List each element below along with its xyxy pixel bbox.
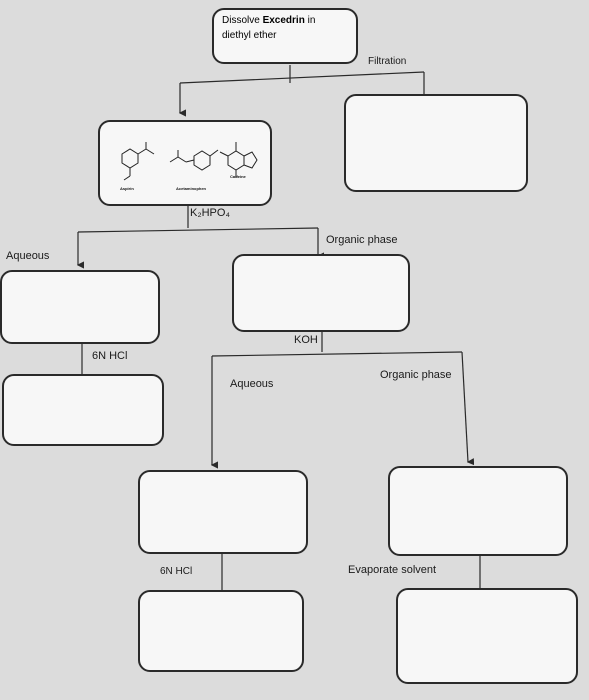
start-line-1: Dissolve Excedrin in — [222, 13, 348, 28]
aqueous-box-2 — [138, 470, 308, 554]
aqueous-mid-label: Aqueous — [230, 378, 274, 390]
acetaminophen-ring — [193, 150, 211, 171]
hcl-left-label: 6N HCl — [92, 350, 128, 362]
organic-phase-1-label: Organic phase — [326, 234, 398, 246]
evaporated-box — [396, 588, 578, 684]
start-suffix: in — [304, 15, 316, 26]
molecule-structures — [121, 142, 258, 181]
start-prefix: Dissolve — [222, 15, 263, 26]
aqueous-box-1 — [0, 270, 160, 344]
organic-box-2 — [388, 466, 568, 556]
caffeine-imidazole — [243, 151, 258, 169]
k2hpo4-label: K₂HPO₄ — [190, 207, 230, 219]
aspirin-ring — [121, 148, 139, 169]
mixture-box: Aspirin Acetaminophen Caffeine — [98, 120, 272, 206]
filtrate-box — [344, 94, 528, 192]
start-box: Dissolve Excedrin in diethyl ether — [212, 8, 358, 64]
start-line-2: diethyl ether — [222, 30, 277, 41]
filtration-label: Filtration — [368, 56, 407, 67]
acetaminophen-label: Acetaminophen — [176, 186, 207, 191]
aqueous-left-label: Aqueous — [6, 250, 50, 262]
koh-label: KOH — [294, 334, 318, 346]
caffeine-ring — [227, 150, 245, 171]
evaporate-label: Evaporate solvent — [348, 564, 437, 576]
organic-phase-2-label: Organic phase — [380, 369, 452, 381]
acidified-box-left — [2, 374, 164, 446]
aspirin-label: Aspirin — [120, 186, 134, 191]
start-bold: Excedrin — [262, 15, 305, 26]
acidified-box-mid — [138, 590, 304, 672]
organic-box-1 — [232, 254, 410, 332]
hcl-mid-label: 6N HCl — [160, 566, 193, 577]
connector-koh-split — [211, 351, 463, 357]
connector-filtration-split — [179, 71, 425, 84]
arrow-to-organic-2 — [461, 351, 475, 466]
caffeine-label: Caffeine — [230, 174, 246, 179]
connector-k2hpo4-split — [77, 227, 319, 233]
